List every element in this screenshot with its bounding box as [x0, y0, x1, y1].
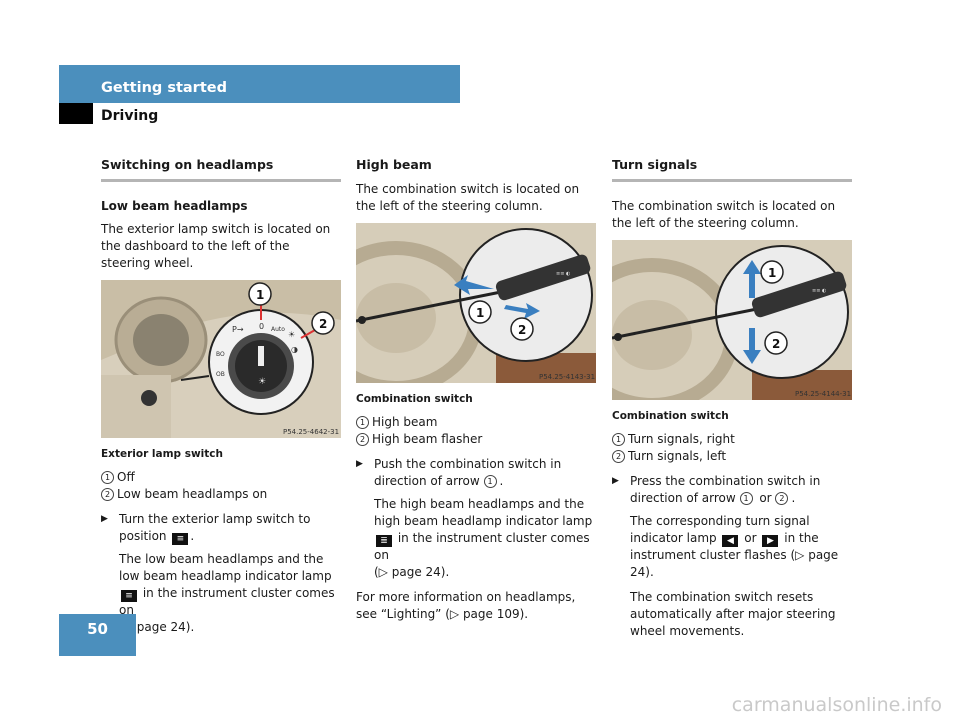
- section-title: Getting started: [101, 80, 227, 96]
- svg-text:☀: ☀: [258, 377, 266, 387]
- svg-text:0: 0: [259, 322, 264, 331]
- subheading-low-beam: Low beam headlamps: [101, 199, 248, 213]
- result-text: The low beam headlamps and the low beam …: [119, 552, 335, 634]
- svg-text:1: 1: [476, 306, 484, 320]
- more-info-text: For more information on headlamps, see “…: [356, 590, 576, 621]
- column-turn-signals: Turn signals The combination switch is l…: [612, 156, 852, 648]
- reset-text: The combination switch resets automatica…: [630, 590, 836, 638]
- intro-text: The exterior lamp switch is located on t…: [101, 222, 331, 270]
- svg-text:≡≡ ◐: ≡≡ ◐: [812, 288, 826, 294]
- svg-text:2: 2: [772, 337, 780, 351]
- turn-left-icon: ◀: [722, 535, 739, 547]
- photo-turn-signal-switch: ≡≡ ◐ 1 2 P54.25-4144-31: [612, 240, 852, 400]
- instruction-step: Press the combination switch in directio…: [612, 473, 852, 507]
- svg-text:☀: ☀: [288, 330, 295, 339]
- column-headlamps: Switching on headlamps Low beam headlamp…: [101, 156, 341, 636]
- switch-label-off-icon: P→: [232, 325, 244, 334]
- result-text: The high beam headlamps and the high bea…: [374, 497, 593, 579]
- header-bar: [59, 65, 460, 103]
- caption-exterior-lamp-switch: Exterior lamp switch: [101, 448, 223, 460]
- svg-text:2: 2: [319, 317, 327, 331]
- svg-text:BO: BO: [216, 351, 225, 358]
- instruction-step: Turn the exterior lamp switch to positio…: [101, 511, 341, 545]
- page-number: 50: [87, 620, 108, 638]
- svg-text:P54.25-4144-31: P54.25-4144-31: [795, 390, 851, 398]
- instruction-step: Push the combination switch in direction…: [356, 456, 596, 490]
- heading-turn-signals: Turn signals: [612, 156, 852, 182]
- intro-text: The combination switch is located on the…: [612, 199, 836, 230]
- high-beam-icon: ≣: [376, 535, 392, 547]
- photo-high-beam-switch: ≡≡ ◐ 1 2 P54.25-4143-31: [356, 223, 596, 383]
- intro-text: The combination switch is located on the…: [356, 182, 580, 213]
- svg-text:1: 1: [768, 266, 776, 280]
- svg-text:2: 2: [518, 323, 526, 337]
- column-high-beam: High beam The combination switch is loca…: [356, 156, 596, 631]
- subsection-title: Driving: [101, 108, 159, 124]
- caption-combination-switch: Combination switch: [356, 393, 473, 405]
- photo-exterior-lamp-switch: ☀ P→ 0 Auto ☀ BO OB ◑ 1 2 P54.25-4642-31: [101, 280, 341, 438]
- svg-text:◑: ◑: [291, 345, 298, 354]
- svg-text:P54.25-4143-31: P54.25-4143-31: [539, 373, 595, 381]
- result-text: The corresponding turn signal indicator …: [630, 514, 839, 579]
- svg-text:Auto: Auto: [271, 326, 285, 333]
- watermark: carmanualsonline.info: [731, 694, 942, 716]
- low-beam-icon: ≡: [121, 590, 137, 602]
- header-marker: [59, 103, 93, 124]
- caption-combination-switch: Combination switch: [612, 410, 729, 422]
- svg-text:≡≡ ◐: ≡≡ ◐: [556, 271, 570, 277]
- low-beam-icon: ≡: [172, 533, 189, 545]
- svg-text:OB: OB: [216, 371, 225, 378]
- svg-text:1: 1: [256, 288, 264, 302]
- heading-high-beam: High beam: [356, 157, 432, 172]
- svg-text:P54.25-4642-31: P54.25-4642-31: [283, 428, 339, 436]
- turn-right-icon: ▶: [762, 535, 779, 547]
- heading-headlamps: Switching on headlamps: [101, 156, 341, 182]
- page-number-bar: [59, 614, 136, 656]
